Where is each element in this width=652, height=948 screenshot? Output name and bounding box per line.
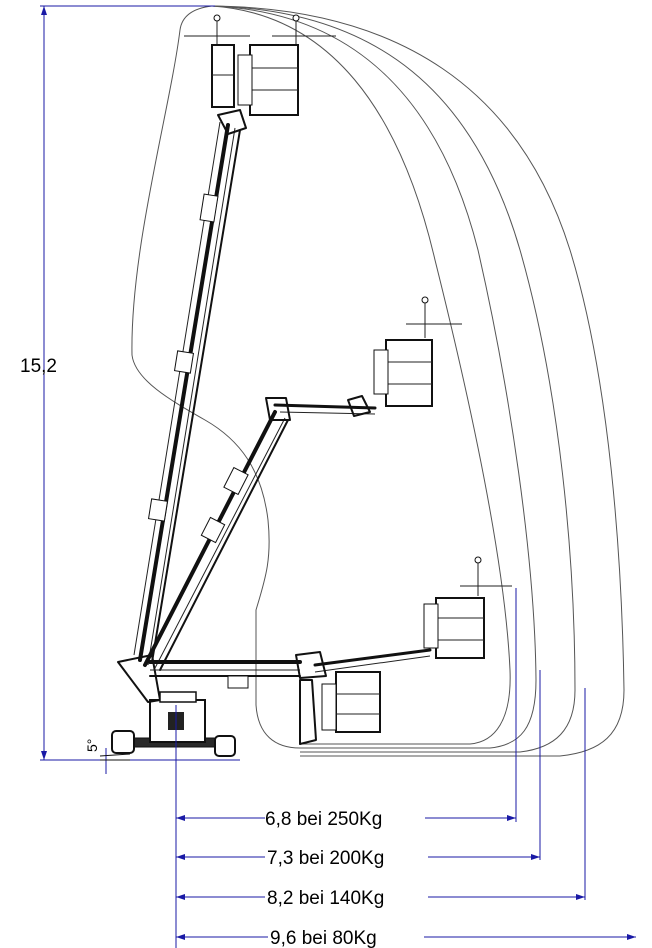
tilt-label: 5° — [84, 739, 100, 752]
reach-label-80kg: 9,6 bei 80Kg — [270, 928, 377, 948]
boom-mid — [143, 395, 377, 671]
reach-dimensions — [176, 588, 636, 940]
platform-extended — [423, 556, 512, 659]
envelope-200kg — [211, 5, 537, 749]
machine-base — [111, 654, 236, 757]
reach-label-140kg: 8,2 bei 140Kg — [267, 888, 384, 909]
working-envelopes — [131, 5, 625, 757]
platform-top — [184, 14, 336, 116]
reach-label-250kg: 6,8 bei 250Kg — [265, 809, 382, 830]
envelope-inner — [131, 5, 301, 749]
reach-label-200kg: 7,3 bei 200Kg — [267, 848, 384, 869]
platform-mid — [373, 296, 462, 407]
height-label: 15,2 — [20, 356, 57, 377]
envelope-80kg — [211, 5, 625, 757]
envelope-250kg — [211, 5, 511, 745]
platform-low — [321, 671, 381, 733]
boom-raised — [133, 109, 247, 666]
height-dimension — [40, 5, 240, 761]
boom-lowered — [148, 648, 432, 745]
envelope-140kg — [211, 5, 576, 753]
tilt-dimension — [99, 748, 131, 774]
